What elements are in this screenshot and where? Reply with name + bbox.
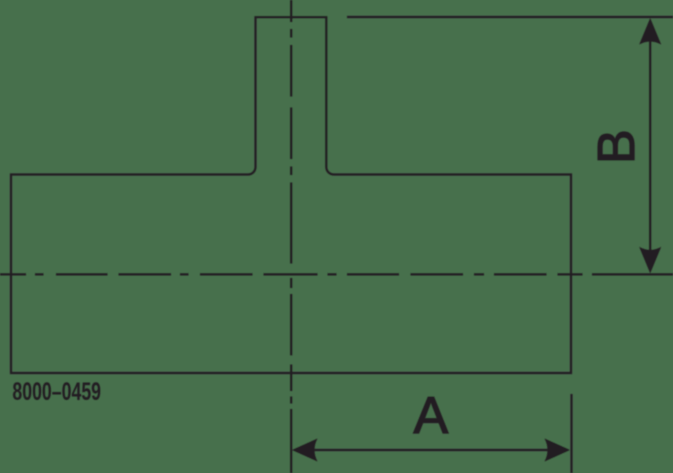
svg-text:8000–0459: 8000–0459 bbox=[12, 378, 101, 406]
svg-text:B: B bbox=[588, 129, 646, 164]
svg-text:A: A bbox=[414, 387, 449, 445]
